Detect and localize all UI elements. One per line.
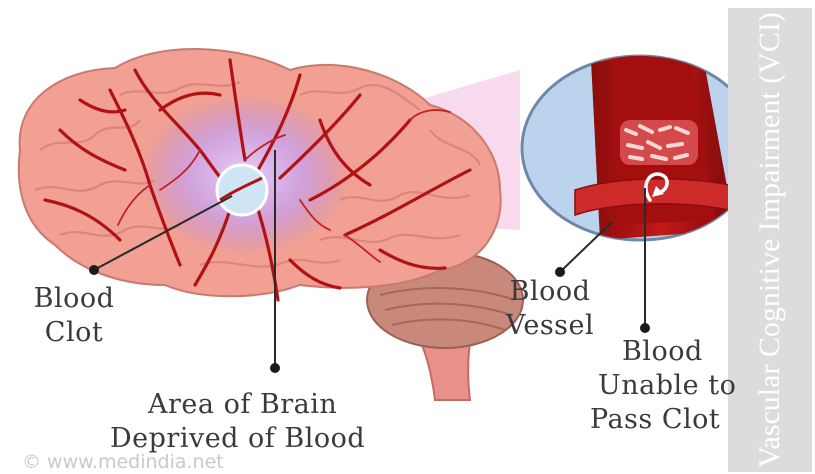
label-blood-clot: Blood Clot (24, 282, 124, 350)
label-blood-clot-line1: Blood (24, 282, 124, 316)
label-unable-line3: Pass Clot (590, 403, 760, 437)
label-area-deprived: Area of Brain Deprived of Blood (110, 388, 410, 456)
label-vessel-line1: Blood (500, 275, 600, 309)
clot-marker (217, 165, 267, 215)
label-unable-line2: Unable to (590, 369, 760, 403)
clot-mass (620, 120, 698, 165)
label-area-line1: Area of Brain (110, 388, 410, 422)
label-vessel-line2: Vessel (500, 309, 600, 343)
label-blood-vessel: Blood Vessel (500, 275, 600, 343)
label-blood-clot-line2: Clot (24, 316, 124, 350)
watermark: © www.medindia.net (22, 451, 224, 473)
label-unable-line1: Blood (590, 335, 760, 369)
label-blood-unable: Blood Unable to Pass Clot (590, 335, 760, 437)
